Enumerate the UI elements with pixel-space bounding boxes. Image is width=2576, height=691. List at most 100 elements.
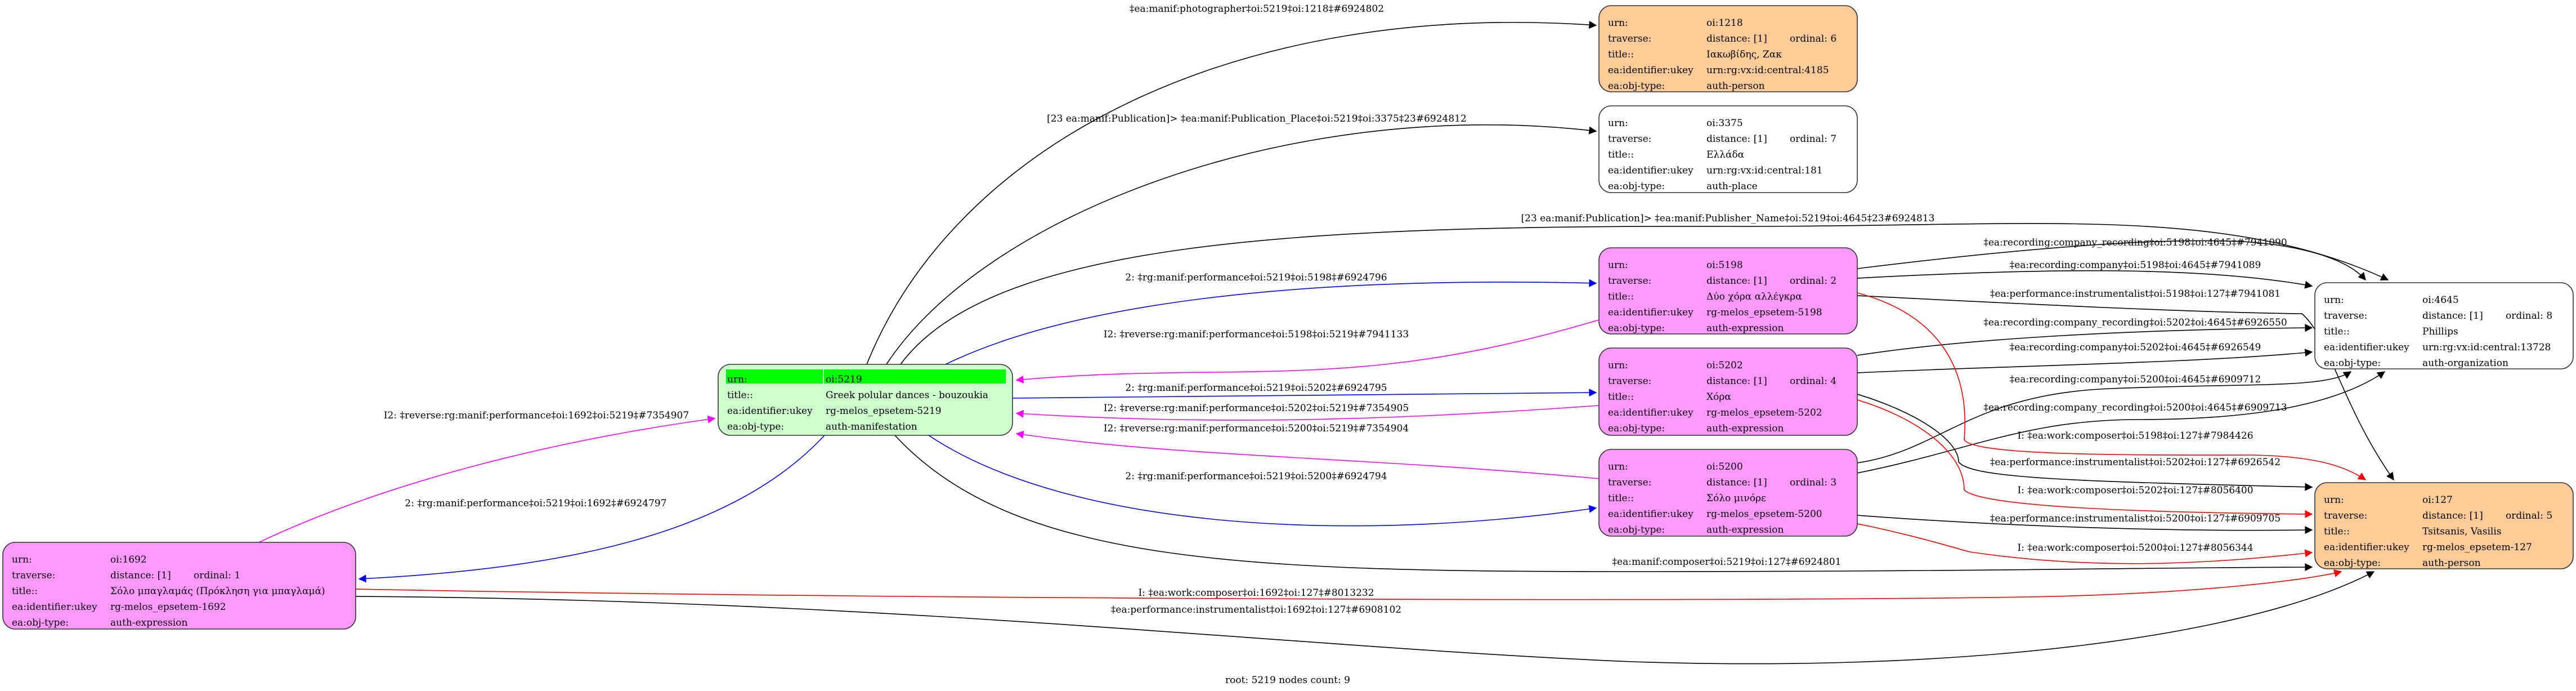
edge-line[interactable] [355,571,2375,665]
edge-line[interactable] [866,21,1597,365]
edge-n5219-to-n127[interactable] [894,435,2313,572]
row-value-objtype: auth-expression [110,617,187,628]
edge-n5200-to-n5219[interactable] [1015,430,1600,479]
edge-n5198-to-n127[interactable] [1857,292,2367,480]
footer-node-count: root: 5219 nodes count: 9 [1225,675,1350,686]
row-value-distance: distance: [1] [1706,275,1767,287]
edge-n1692-to-n127[interactable] [355,569,2342,600]
edge-line[interactable] [1857,292,2367,480]
edge-n5198-to-n127[interactable] [1857,295,2394,481]
edge-label: I2: ‡reverse:rg:manif:performance‡oi:519… [1104,329,1409,340]
row-value-ukey: rg-melos_epsetem-127 [2422,542,2532,553]
node-box[interactable] [2314,282,2574,369]
edge-line[interactable] [1857,523,2313,564]
edge-line[interactable] [1015,405,1600,421]
edge-line[interactable] [1857,324,2313,356]
edge-line[interactable] [1857,399,2313,518]
row-value-ukey: rg-melos_epsetem-5202 [1706,407,1822,418]
edge-line[interactable] [894,435,2313,572]
edge-n5202-to-n127[interactable] [1857,399,2313,518]
row-value-objtype: auth-person [2422,558,2481,569]
edge-n5219-to-n4645[interactable] [900,223,2389,365]
edge-n1692-to-n127[interactable] [355,571,2375,665]
edge-label: [23 ea:manif:Publication]> ‡ea:manif:Pub… [1047,113,1467,124]
row-value-ordinal: ordinal: 1 [194,570,240,581]
edge-line[interactable] [1857,295,2394,481]
edge-n5219-to-n1218[interactable] [866,21,1597,365]
edge-n5198-to-n5219[interactable] [1015,319,1600,384]
edge-n5219-to-n5202[interactable] [1012,389,1597,399]
node-box[interactable] [1598,347,1858,436]
edge-n1692-to-n5219[interactable] [258,415,716,543]
row-value-title: Χόρα [1706,391,1731,403]
edge-line[interactable] [886,124,1597,365]
edge-line[interactable] [1012,389,1597,399]
root-highlight [726,369,823,384]
edge-line[interactable] [358,435,825,583]
row-label-objtype: ea:obj-type: [1608,181,1665,192]
edge-line[interactable] [1015,319,1600,384]
row-label-objtype: ea:obj-type: [1608,81,1665,92]
row-value-ordinal: ordinal: 2 [1790,275,1836,287]
edge-line[interactable] [1857,349,2313,373]
row-value-objtype: auth-expression [1706,323,1784,334]
edge-label: 2: ‡rg:manif:performance‡oi:5219‡oi:1692… [405,498,666,509]
row-value-urn: oi:1692 [110,554,147,565]
edge-n5202-to-n127[interactable] [1857,394,2313,491]
edge-n5202-to-n4645[interactable] [1857,349,2313,373]
edge-n5198-to-n4645[interactable] [1857,240,2366,281]
edge-line[interactable] [928,435,1597,527]
edge-n5200-to-n127[interactable] [1857,515,2313,534]
row-value-distance: distance: [1] [1706,133,1767,145]
edge-n5219-to-n5198[interactable] [945,279,1597,365]
edge-line[interactable] [1857,371,2352,463]
edge-label: ‡ea:recording:company‡oi:5200‡oi:4645‡#6… [2010,374,2261,385]
node-box[interactable] [2314,482,2574,569]
node-box[interactable] [1598,449,1858,537]
edge-label: 2: ‡rg:manif:performance‡oi:5219‡oi:5200… [1125,471,1387,482]
edge-n5198-to-n4645[interactable] [1857,270,2313,289]
node-box[interactable] [2,542,356,630]
edge-line[interactable] [1857,394,2313,491]
edge-line[interactable] [945,279,1597,365]
row-value-title: Phillips [2422,326,2458,337]
edge-line[interactable] [1015,430,1600,479]
node-box[interactable] [1598,5,1858,92]
node-box[interactable] [1598,247,1858,335]
edge-line[interactable] [900,223,2389,365]
edge-line[interactable] [258,415,716,543]
edge-n5219-to-n5200[interactable] [928,435,1597,527]
edge-line[interactable] [355,569,2342,600]
row-value-ukey: urn:rg:vx:id:central:4185 [1706,65,1829,76]
row-value-urn: oi:3375 [1706,118,1743,129]
edge-n5219-to-n1692[interactable] [358,435,825,583]
node-box[interactable] [1598,105,1858,193]
edge-line[interactable] [1857,270,2313,289]
row-label-ukey: ea:identifier:ukey [1608,307,1694,318]
row-value-title: Ελλάδα [1706,149,1745,161]
edge-label: ‡ea:recording:company‡oi:5198‡oi:4645‡#7… [2010,260,2261,271]
edge-n5202-to-n5219[interactable] [1015,405,1600,421]
edge-line[interactable] [1857,240,2366,281]
edge-n5200-to-n4645[interactable] [1857,371,2352,463]
edge-n5219-to-n3375[interactable] [886,124,1597,365]
row-label-objtype: ea:obj-type: [2324,558,2381,569]
row-label-objtype: ea:obj-type: [1608,423,1665,434]
edge-n5200-to-n127[interactable] [1857,523,2313,564]
row-label-title: title:: [1608,149,1634,161]
edge-n5200-to-n4645[interactable] [1857,371,2386,474]
edge-line[interactable] [1857,371,2386,474]
row-label-title: title:: [1608,49,1634,60]
edge-n5202-to-n4645[interactable] [1857,324,2313,356]
edge-line[interactable] [1857,515,2313,534]
